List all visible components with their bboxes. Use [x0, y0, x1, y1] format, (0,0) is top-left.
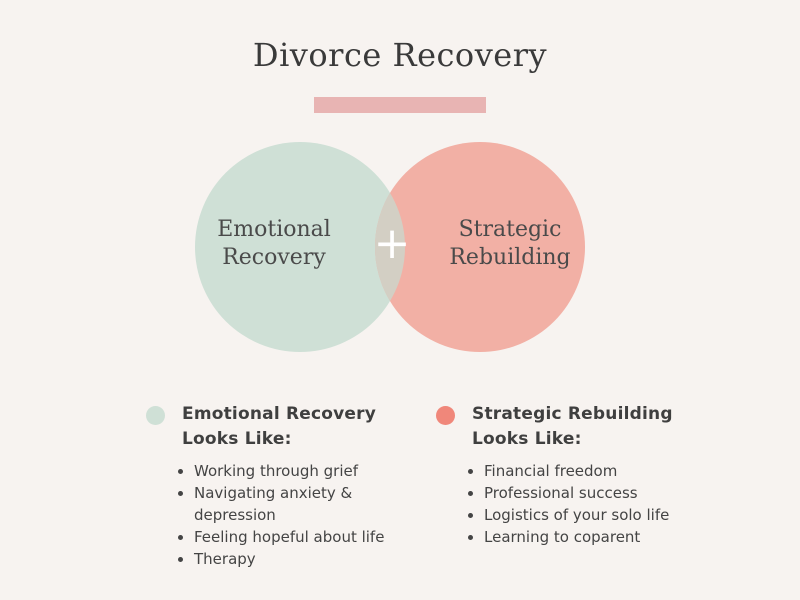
heading-line: Emotional Recovery	[182, 404, 377, 424]
bullet-icon	[178, 535, 183, 540]
list-item: Learning to coparent	[468, 526, 696, 548]
circle-label-line: Emotional	[217, 217, 331, 242]
list-item: Professional success	[468, 482, 696, 504]
list-item-text: Learning to coparent	[484, 528, 641, 546]
list-item: Financial freedom	[468, 460, 696, 482]
list-item-text: Logistics of your solo life	[484, 506, 670, 524]
strategic-section-heading: Strategic Rebuilding Looks Like:	[472, 402, 696, 452]
heading-line: Looks Like:	[182, 429, 292, 449]
emotional-items-list: Working through grief Navigating anxiety…	[178, 460, 406, 570]
bullet-icon	[468, 469, 473, 474]
strategic-rebuilding-circle	[375, 142, 585, 352]
strategic-legend-dot	[436, 406, 455, 425]
plus-icon: +	[373, 218, 411, 269]
strategic-items-list: Financial freedom Professional success L…	[468, 460, 696, 548]
emotional-section-heading: Emotional Recovery Looks Like:	[182, 402, 406, 452]
strategic-rebuilding-circle-label: Strategic Rebuilding	[440, 216, 580, 272]
bullet-icon	[468, 513, 473, 518]
list-item-text: Navigating anxiety & depression	[194, 484, 353, 524]
list-item: Navigating anxiety & depression	[178, 482, 406, 526]
strategic-rebuilding-section: Strategic Rebuilding Looks Like: Financi…	[436, 402, 696, 548]
list-item-text: Working through grief	[194, 462, 359, 480]
list-item: Feeling hopeful about life	[178, 526, 406, 548]
bullet-icon	[178, 491, 183, 496]
list-item-text: Financial freedom	[484, 462, 618, 480]
page-title: Divorce Recovery	[252, 36, 548, 74]
heading-line: Looks Like:	[472, 429, 582, 449]
list-item: Therapy	[178, 548, 406, 570]
emotional-recovery-circle	[195, 142, 405, 352]
bullet-icon	[178, 469, 183, 474]
list-item: Logistics of your solo life	[468, 504, 696, 526]
list-item-text: Feeling hopeful about life	[194, 528, 385, 546]
list-item-text: Therapy	[194, 550, 256, 568]
bullet-icon	[468, 491, 473, 496]
list-item: Working through grief	[178, 460, 406, 482]
circle-label-line: Strategic	[458, 217, 562, 242]
bullet-icon	[468, 535, 473, 540]
emotional-recovery-circle-label: Emotional Recovery	[204, 216, 344, 272]
circle-label-line: Rebuilding	[449, 245, 571, 270]
bullet-icon	[178, 557, 183, 562]
emotional-legend-dot	[146, 406, 165, 425]
emotional-recovery-section: Emotional Recovery Looks Like: Working t…	[146, 402, 406, 570]
circle-label-line: Recovery	[222, 245, 326, 270]
title-accent-bar	[314, 97, 486, 113]
list-item-text: Professional success	[484, 484, 638, 502]
heading-line: Strategic Rebuilding	[472, 404, 673, 424]
